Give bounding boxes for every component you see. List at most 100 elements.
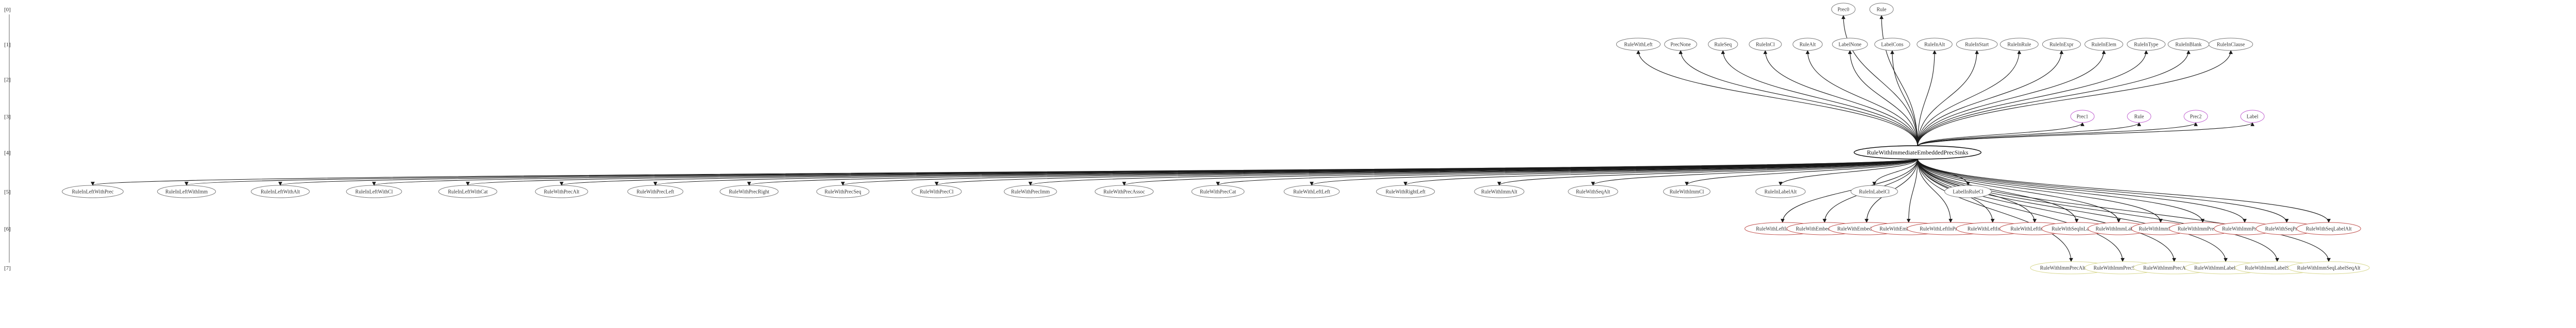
graph-node[interactable]: RuleWithImmSeqLabelSeqAlt	[2287, 261, 2370, 274]
graph-node[interactable]: RuleWithPrecSeq	[816, 185, 870, 198]
dependency-edge	[1917, 158, 2176, 262]
node-label: RuleSeq	[1714, 42, 1732, 48]
node-shape	[1956, 38, 1998, 51]
graph-node[interactable]: Prec0	[1831, 3, 1856, 16]
graph-node[interactable]: RuleInBlank	[2167, 38, 2210, 51]
dependency-edge	[1917, 158, 2247, 223]
node-label: RuleInStart	[1965, 42, 1989, 48]
node-shape	[1755, 185, 1806, 198]
node-shape	[2240, 110, 2265, 123]
dependency-edge	[1917, 158, 2331, 262]
node-label: RuleWithImmLabelSeqPrecCl	[2194, 266, 2258, 271]
graph-node[interactable]: RuleInElem	[2084, 38, 2124, 51]
graph-node[interactable]: RuleInExpr	[2042, 38, 2081, 51]
node-shape	[1004, 185, 1057, 198]
graph-node[interactable]: RuleWithPrecCat	[1191, 185, 1245, 198]
graph-node[interactable]: RuleInLabelAlt	[1755, 185, 1806, 198]
node-label: RuleInClause	[2217, 42, 2245, 48]
node-shape	[1283, 185, 1340, 198]
graph-node[interactable]: LabelNone	[1832, 38, 1868, 51]
graph-node[interactable]: RuleInRule	[1999, 38, 2039, 51]
graph-node[interactable]: RuleWithPrecCl	[911, 185, 962, 198]
node-shape	[1191, 185, 1245, 198]
level-label: [3]	[4, 114, 11, 120]
graph-node[interactable]: RuleInAlt	[1917, 38, 1953, 51]
node-label: RuleInAlt	[1924, 42, 1945, 48]
node-shape	[2127, 110, 2151, 123]
graph-node[interactable]: RuleWithPrecLeft	[627, 185, 684, 198]
graph-node[interactable]: RuleWithPrecImm	[1004, 185, 1057, 198]
node-label: LabelNone	[1838, 42, 1861, 48]
node-label: RuleWithImmSeqLabelSeqAlt	[2297, 266, 2361, 271]
level-axis: [0][1][2][3][4][5][6][7]	[4, 7, 11, 271]
node-shape	[1999, 38, 2039, 51]
node-shape	[2084, 38, 2124, 51]
node-label: RuleWithPrecSeq	[824, 189, 861, 195]
graph-node[interactable]: RuleInLeftWithCat	[438, 185, 498, 198]
graph-node[interactable]: Prec2	[2183, 110, 2208, 123]
dependency-edge	[1917, 122, 2198, 147]
dependency-edge	[1917, 50, 2191, 147]
graph-node[interactable]: RuleInLabelCl	[1851, 185, 1898, 198]
graph-node[interactable]: RuleInLeftWithAlt	[250, 185, 310, 198]
graph-node[interactable]: RuleWithPrecAlt	[535, 185, 588, 198]
graph-node[interactable]: RuleWithImmAlt	[1474, 185, 1524, 198]
graph-node[interactable]: RuleWithSeqAlt	[1568, 185, 1618, 198]
graph-node[interactable]: LabelInRuleCl	[1944, 185, 1992, 198]
dependency-edge	[1917, 50, 2022, 147]
node-shape	[1664, 38, 1698, 51]
dependency-edge	[1872, 158, 1918, 186]
node-label: RuleWithImmCl	[1670, 189, 1704, 195]
dependency-edge	[1917, 50, 1937, 147]
graph-node[interactable]: RuleInClause	[2208, 38, 2253, 51]
node-label: RuleWithImmSeqAlt	[2139, 227, 2182, 232]
dependency-edge	[1122, 158, 1918, 186]
node-shape	[1792, 38, 1823, 51]
graph-node[interactable]: RuleInLeftWithCl	[346, 185, 402, 198]
edge-layer	[91, 15, 2331, 262]
dependency-edge	[1781, 158, 1918, 223]
level-label: [4]	[4, 150, 11, 156]
node-shape	[1094, 185, 1154, 198]
graph-node[interactable]: RuleWithPrecRight	[719, 185, 779, 198]
node-shape	[250, 185, 310, 198]
node-label: RuleWithImmLabelSeqPrecAlt	[2245, 266, 2310, 271]
graph-node[interactable]: Rule	[1869, 3, 1894, 16]
graph-node[interactable]: RuleInLeftWithImm	[157, 185, 216, 198]
node-shape	[1851, 185, 1898, 198]
node-label: RuleWithImmPrecRight	[2178, 227, 2228, 232]
graph-node[interactable]: RuleWithLeftLeft	[1283, 185, 1340, 198]
node-shape	[2127, 38, 2166, 51]
dependency-edge	[1917, 50, 2064, 147]
graph-node[interactable]: RuleWithImmCl	[1663, 185, 1710, 198]
level-label: [0]	[4, 7, 11, 13]
graph-node[interactable]: RuleInCl	[1749, 38, 1782, 51]
node-label: Prec0	[1838, 7, 1850, 13]
graph-node[interactable]: Rule	[2127, 110, 2151, 123]
graph-node[interactable]: RuleInType	[2127, 38, 2166, 51]
dependency-edge	[1216, 158, 1918, 186]
node-shape	[2042, 38, 2081, 51]
graph-node[interactable]: LabelCons	[1874, 38, 1910, 51]
dependency-edge	[1917, 158, 2331, 223]
root-node[interactable]: RuleWithImmediateEmbeddedPrecSinks	[1854, 145, 1981, 160]
graph-node[interactable]: RuleInLeftWithPrec	[62, 185, 124, 198]
graph-node[interactable]: RuleWithSeqLabelAlt	[2296, 222, 2361, 235]
graph-node[interactable]: PrecNone	[1664, 38, 1698, 51]
graph-node[interactable]: Prec1	[2070, 110, 2095, 123]
graph-node[interactable]: RuleWithLeft	[1616, 38, 1661, 51]
graph-node[interactable]: RuleWithRightLeft	[1376, 185, 1435, 198]
node-shape	[535, 185, 588, 198]
node-label: RuleWithEmbeddedPrecSeq	[1837, 227, 1896, 232]
graph-node[interactable]: RuleInStart	[1956, 38, 1998, 51]
graph-node[interactable]: RuleWithPrecAssoc	[1094, 185, 1154, 198]
node-label: RuleWithRightLeft	[1385, 189, 1426, 195]
node-label: RuleWithImmPrecAltLabelCl	[2143, 266, 2205, 271]
level-label: [2]	[4, 77, 11, 83]
node-shape	[157, 185, 216, 198]
graph-node[interactable]: Label	[2240, 110, 2265, 123]
graph-node[interactable]: RuleAlt	[1792, 38, 1823, 51]
node-label: LabelCons	[1881, 42, 1903, 48]
graph-node[interactable]: RuleSeq	[1708, 38, 1738, 51]
